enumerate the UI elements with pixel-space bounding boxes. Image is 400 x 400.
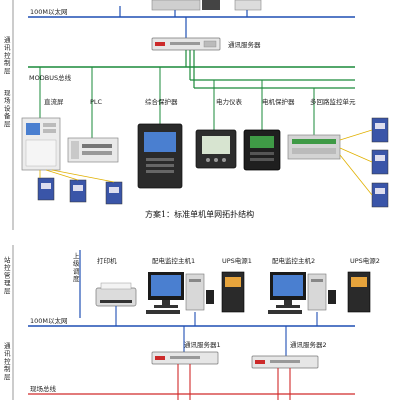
ups-2-icon	[347, 271, 371, 313]
device-label-motor-protector: 电机保护器	[262, 97, 295, 106]
device-label-meter: 电力仪表	[216, 97, 243, 106]
top-layer-comm-label: 通讯控制层	[4, 35, 11, 75]
top-ethernet-label: 100M以太网	[30, 7, 68, 16]
keyboard-2-icon	[268, 310, 302, 314]
printer-icon	[95, 282, 137, 307]
host1-label: 配电监控主机1	[152, 256, 195, 265]
plc-icon	[67, 137, 119, 163]
dc-module-icons	[37, 177, 123, 205]
motor-protector-icon	[243, 129, 281, 171]
device-label-protector: 综合保护器	[145, 97, 178, 106]
bottom-ethernet-label: 100M以太网	[30, 316, 68, 325]
monitor-host-2-icon	[270, 272, 336, 311]
top-layer-field-label: 现场设备层	[4, 89, 11, 128]
ups-1-icon	[221, 271, 245, 313]
modbus-label: MODBUS总线	[29, 73, 72, 82]
device-label-dc-panel: 直流屏	[44, 97, 64, 106]
keyboard-1-icon	[146, 310, 180, 314]
ups2-label: UPS电源2	[350, 256, 380, 265]
top-workstation-icon	[151, 0, 262, 11]
printer-label: 打印机	[97, 256, 117, 265]
server2-label: 通讯服务器2	[290, 340, 327, 349]
comm-server-1-icon	[151, 351, 219, 365]
comm-server-icon	[151, 37, 221, 51]
comm-server-label: 通讯服务器	[228, 40, 261, 49]
bottom-field-bus-label: 现场总线	[30, 384, 57, 393]
right-module-icons	[371, 117, 389, 208]
meter-icon	[195, 129, 237, 169]
server1-label: 通讯服务器1	[184, 340, 221, 349]
device-label-plc: PLC	[90, 98, 103, 106]
monitor-host-1-icon	[148, 272, 214, 311]
multi-loop-unit-icon	[287, 134, 341, 160]
protector-icon	[137, 123, 183, 189]
bottom-layer-station-label: 站控管理层	[4, 255, 11, 295]
dc-panel-icon	[21, 117, 61, 171]
ups1-label: UPS电源1	[222, 256, 252, 265]
bottom-layer-comm-label: 通讯控制层	[4, 341, 11, 381]
uplink-label: 上级调度	[73, 251, 80, 283]
scheme-caption: 方案1：标准单机单网拓扑结构	[145, 209, 254, 219]
device-label-multi-loop: 多回路监控单元	[310, 97, 356, 106]
comm-server-2-icon	[251, 355, 319, 369]
host2-label: 配电监控主机2	[272, 256, 315, 265]
